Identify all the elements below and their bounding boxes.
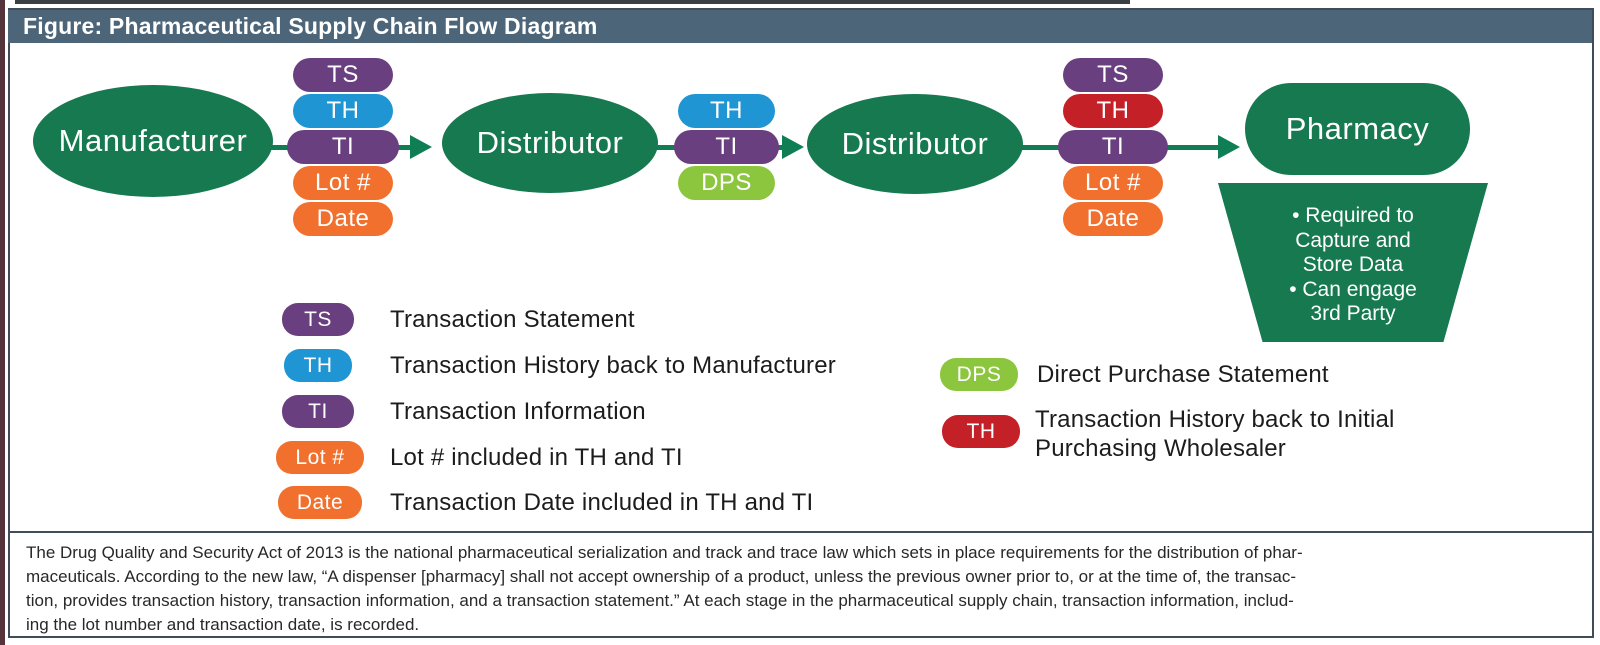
pharmacy-note-line: 3rd Party: [1310, 302, 1396, 325]
pharmacy-note-line: Capture and: [1295, 228, 1411, 252]
flow-arrow-2-head: [782, 135, 804, 159]
footer-line: ing the lot number and transaction date,…: [26, 615, 420, 634]
pharmacy-note-trapezoid: • Required to Capture and Store Data • C…: [1218, 183, 1488, 342]
legend-label-th-red-line1: Transaction History back to Initial: [1035, 406, 1395, 433]
badge-ti: TI: [674, 130, 779, 164]
badge-date: Date: [293, 202, 393, 236]
pharmacy-note-line: • Can engage: [1289, 277, 1417, 301]
legend-label-lot: Lot # included in TH and TI: [390, 444, 683, 471]
footer-divider: [8, 531, 1592, 533]
node-pharmacy: Pharmacy: [1245, 83, 1470, 175]
legend-badge-ti: TI: [282, 395, 354, 428]
badge-dps: DPS: [678, 166, 775, 200]
node-distributor-1: Distributor: [442, 93, 658, 193]
legend-label-dps: Direct Purchase Statement: [1037, 361, 1329, 388]
badge-th: TH: [293, 94, 393, 128]
badge-th: TH: [678, 94, 775, 128]
footer-paragraph: The Drug Quality and Security Act of 201…: [10, 533, 1590, 634]
badge-ts: TS: [1063, 58, 1163, 92]
badge-ti: TI: [287, 130, 399, 164]
page-top-edge: [15, 0, 1130, 4]
legend-badge-th: TH: [284, 349, 352, 382]
legend-label-ts: Transaction Statement: [390, 306, 635, 333]
legend-badge-dps: DPS: [940, 358, 1018, 391]
legend-badge-date: Date: [278, 486, 362, 519]
legend-label-date: Transaction Date included in TH and TI: [390, 489, 814, 516]
footer-line: maceuticals. According to the new law, “…: [26, 567, 1296, 586]
pharmacy-note-line: • Required to: [1292, 204, 1414, 227]
legend-label-th-red: Transaction History back to Initial Purc…: [1035, 405, 1395, 463]
pharmacy-note-line: Store Data: [1302, 253, 1404, 276]
badge-date: Date: [1063, 202, 1163, 236]
badge-ti: TI: [1058, 130, 1168, 164]
badge-lot: Lot #: [293, 166, 393, 200]
legend-badge-th-red: TH: [942, 415, 1020, 448]
page-left-edge: [0, 0, 5, 645]
footer-line: tion, provides transaction history, tran…: [26, 591, 1294, 610]
legend-badge-ts: TS: [282, 303, 354, 336]
badge-th-red: TH: [1063, 94, 1163, 128]
legend-label-th: Transaction History back to Manufacturer: [390, 352, 836, 379]
legend-label-th-red-line2: Purchasing Wholesaler: [1035, 435, 1286, 462]
flow-arrow-1-head: [410, 135, 432, 159]
node-manufacturer: Manufacturer: [33, 85, 273, 197]
node-distributor-2: Distributor: [807, 94, 1023, 194]
legend-label-ti: Transaction Information: [390, 398, 646, 425]
figure-title: Figure: Pharmaceutical Supply Chain Flow…: [8, 10, 1592, 43]
legend-badge-lot: Lot #: [276, 441, 364, 474]
footer-line: The Drug Quality and Security Act of 201…: [26, 543, 1303, 562]
badge-ts: TS: [293, 58, 393, 92]
badge-lot: Lot #: [1063, 166, 1163, 200]
flow-arrow-3-head: [1218, 135, 1240, 159]
